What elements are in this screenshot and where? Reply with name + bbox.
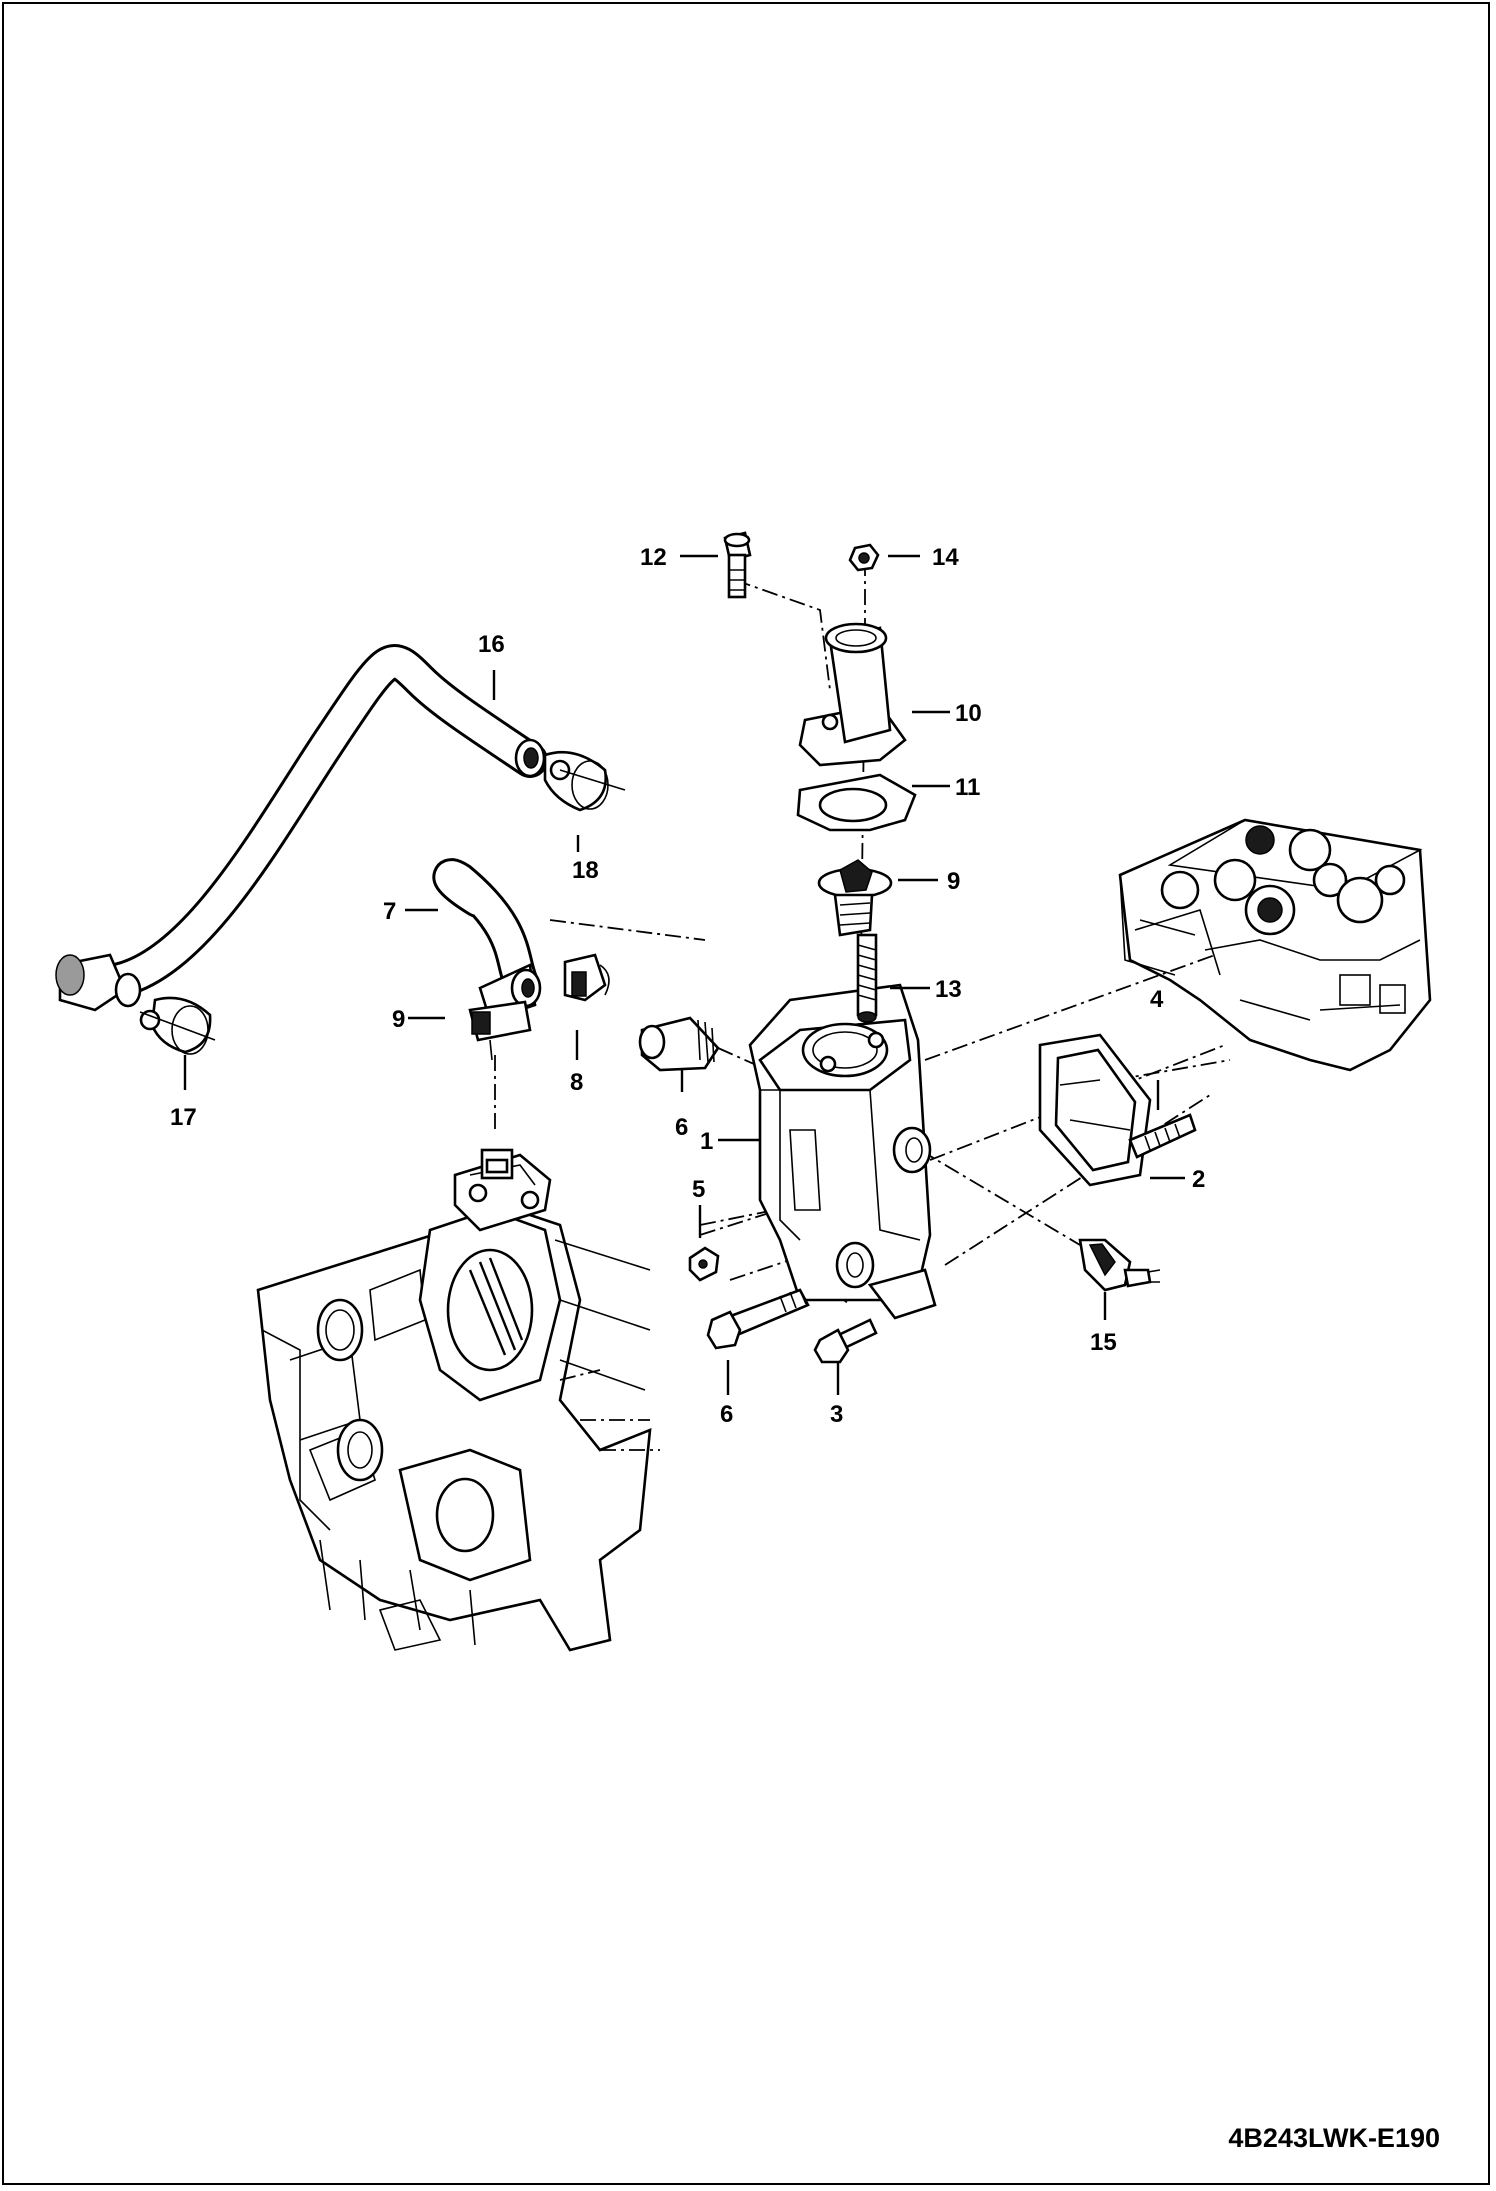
hose-clamp-19 [543, 750, 626, 812]
hose-clamp-9-upper [563, 953, 610, 1002]
nut-5 [688, 1246, 720, 1282]
callout-16: 15 [1090, 1329, 1117, 1356]
callout-1: 1 [700, 1128, 713, 1155]
callout-7: 7 [383, 898, 396, 925]
callout-17: 16 [478, 631, 505, 658]
callout-12: 11 [955, 774, 980, 801]
callout-11: 10 [955, 700, 982, 727]
drawing-code: 4B243LWK-E190 [1228, 2123, 1440, 2153]
temperature-sensor-16 [1078, 1238, 1161, 1292]
callout-14: 13 [935, 976, 962, 1003]
callout-15: 14 [932, 544, 959, 571]
callout-9-left: 9 [392, 1006, 405, 1033]
hose-clamp-18 [139, 996, 216, 1055]
gasket-12 [796, 773, 917, 832]
callout-4: 4 [1150, 986, 1164, 1013]
water-outlet-11 [798, 622, 907, 767]
callout-18: 17 [170, 1104, 197, 1131]
callout-10: 9 [947, 868, 960, 895]
cylinder-head [1118, 818, 1432, 1072]
bolt-3 [813, 1318, 878, 1364]
hose-7 [432, 858, 542, 1022]
callout-2: 2 [1192, 1166, 1205, 1193]
gasket-2 [1038, 1033, 1152, 1187]
thermostat-10 [817, 859, 893, 937]
callout-6: 6 [720, 1401, 733, 1428]
stud-4 [1128, 1113, 1197, 1159]
bolt-6 [706, 1288, 810, 1350]
callout-5: 5 [692, 1176, 705, 1203]
hose-17 [55, 644, 548, 1012]
callout-3: 3 [830, 1401, 843, 1428]
bolt-13 [723, 531, 752, 599]
callout-labels: 12 14 16 10 18 11 9 7 13 9 4 8 17 6 1 2 … [170, 544, 1440, 2153]
callout-9-right: 8 [570, 1069, 583, 1096]
callout-13: 12 [640, 544, 667, 571]
thermostat-housing-1 [748, 983, 937, 1320]
spring-14 [856, 933, 878, 1023]
hose-clamp-9-lower [468, 1000, 532, 1061]
engine-front-casing [256, 1148, 660, 1652]
callout-19: 18 [572, 857, 599, 884]
leader-lines [183, 554, 1185, 1395]
callout-8: 6 [675, 1114, 688, 1141]
nut-15 [848, 543, 880, 572]
